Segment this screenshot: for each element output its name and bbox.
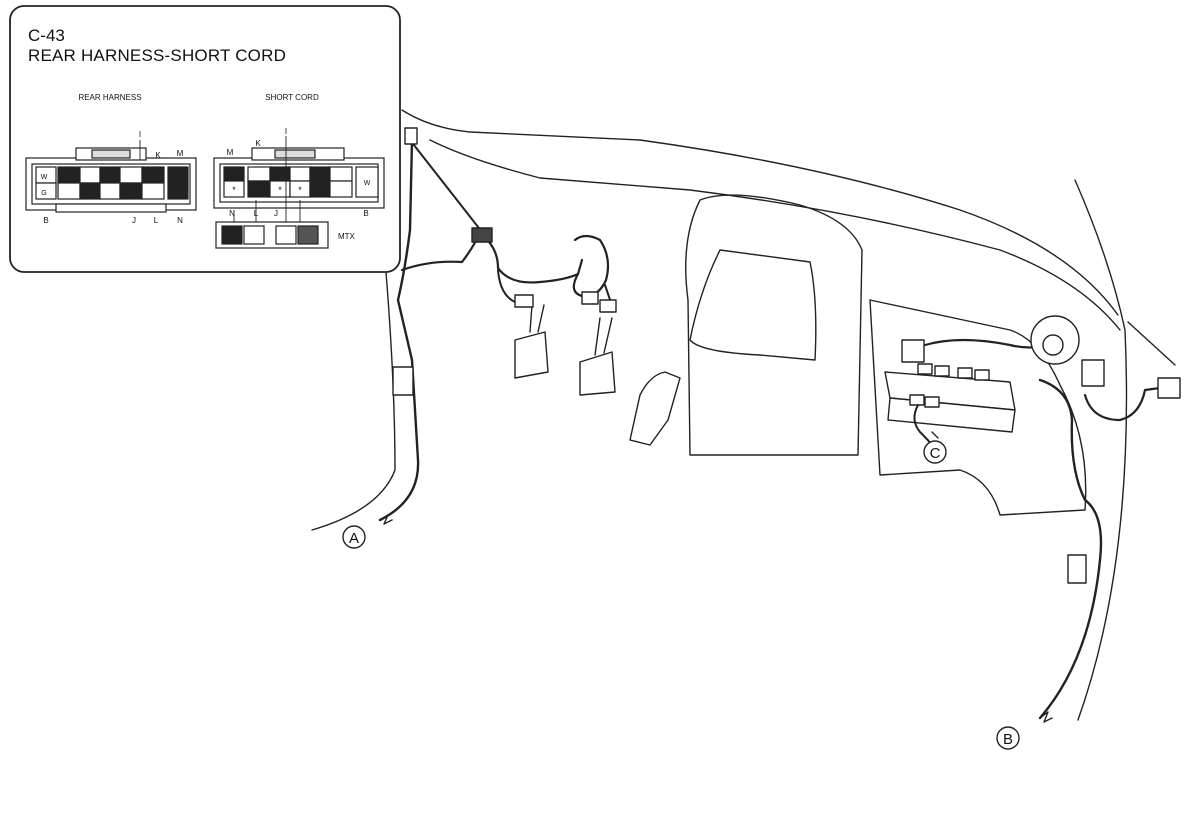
harness-a-branch [400, 230, 482, 272]
callout-b: B [996, 726, 1020, 750]
harness-diagonal-c43 [409, 139, 483, 233]
clutch-pedal [514, 304, 549, 379]
harness-a [378, 138, 420, 522]
a-pillar-left [311, 259, 396, 531]
connector-code: C-43 [28, 26, 65, 45]
accelerator-pedal [629, 371, 681, 446]
short-cord-connector [213, 147, 385, 209]
svg-text:I: I [139, 130, 141, 139]
svg-text:C: C [930, 445, 941, 462]
svg-text:*: * [278, 185, 282, 195]
svg-text:M: M [227, 148, 234, 157]
svg-text:B: B [1003, 731, 1013, 748]
mtx-connector [215, 221, 329, 249]
harness-b [1038, 378, 1103, 720]
dashboard-inner-outline [429, 139, 1121, 331]
svg-text:J: J [132, 216, 136, 225]
svg-text:M: M [177, 149, 184, 158]
svg-text:W: W [364, 180, 371, 187]
svg-text:N: N [229, 209, 235, 218]
harness-pedal-loop [572, 234, 610, 298]
svg-text:L: L [154, 216, 159, 225]
svg-text:*: * [298, 185, 302, 195]
connector-right-pillar [1067, 554, 1087, 584]
svg-text:I: I [285, 127, 287, 136]
rear-harness-connector [25, 147, 197, 213]
callout-c: C [923, 440, 947, 464]
grommet [1030, 315, 1080, 365]
windshield-line [1127, 321, 1176, 366]
svg-text:W: W [41, 174, 48, 181]
rear-harness-cells [35, 166, 189, 200]
svg-text:B: B [363, 209, 368, 218]
svg-text:G: G [41, 190, 46, 197]
junction-box [884, 339, 1016, 433]
svg-text:K: K [155, 151, 161, 160]
harness-right-branch [1083, 386, 1162, 422]
connector-left-pillar [392, 366, 414, 396]
svg-text:*: * [232, 185, 236, 195]
connector-top [404, 127, 418, 145]
harness-pedal-drop1 [497, 269, 516, 303]
dashboard-top-outline [401, 109, 1119, 316]
connector-mid-right [1081, 359, 1105, 387]
svg-text:B: B [43, 216, 48, 225]
short-cord-label: SHORT CORD [265, 93, 319, 102]
svg-text:J: J [274, 209, 278, 218]
mtx-label: MTX [338, 232, 356, 241]
svg-text:K: K [255, 139, 261, 148]
connector-pedal-3 [599, 299, 617, 313]
connector-far-right [1157, 377, 1181, 399]
connector-pedal-1 [514, 294, 534, 308]
connector-pedal-2 [581, 291, 599, 305]
svg-text:A: A [349, 530, 359, 547]
harness-to-pedals [480, 233, 584, 284]
svg-text:N: N [177, 216, 183, 225]
connector-inset: REAR HARNESS SHORT CORD W G I K M B [9, 5, 401, 273]
a-pillar-right [1074, 179, 1128, 721]
callout-a: A [342, 525, 366, 549]
console-panel [689, 249, 817, 361]
rear-harness-label: REAR HARNESS [78, 93, 141, 102]
connector-c43 [471, 227, 493, 243]
connector-title: REAR HARNESS-SHORT CORD [28, 46, 287, 65]
brake-pedal [579, 317, 616, 396]
center-console [685, 194, 863, 456]
